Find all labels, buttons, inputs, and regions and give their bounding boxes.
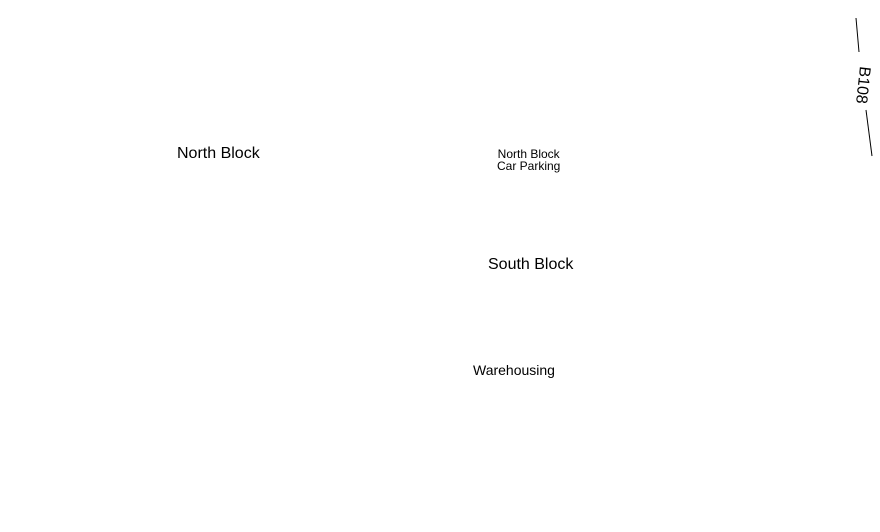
road-edge-line-upper (855, 17, 860, 53)
label-south-block: South Block (488, 256, 574, 273)
label-north-block-car-parking: North Block Car Parking (497, 148, 560, 172)
label-warehousing: Warehousing (473, 362, 555, 378)
label-north-block-car-parking-line1: North Block (497, 147, 560, 161)
road-edge-line-lower (865, 109, 873, 157)
label-north-block-car-parking-line2: Car Parking (497, 159, 561, 173)
label-north-block: North Block (177, 145, 260, 162)
